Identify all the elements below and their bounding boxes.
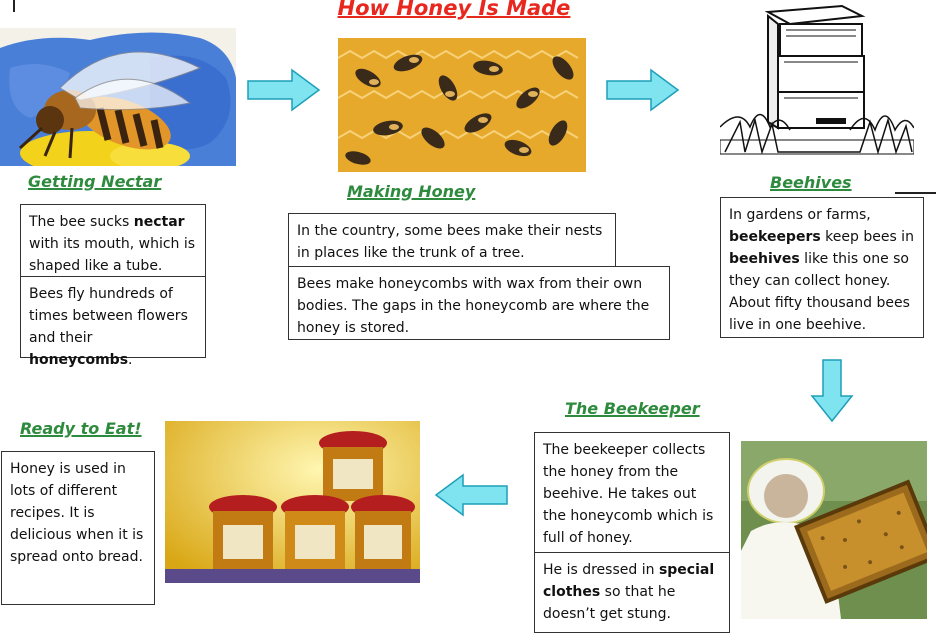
- heading-the-beekeeper: The Beekeeper: [565, 399, 700, 418]
- box-beehives: In gardens or farms, beekeepers keep bee…: [720, 197, 924, 338]
- arrow-right-icon: [605, 68, 681, 112]
- divider: [895, 192, 936, 194]
- bee-on-flower-image: [0, 28, 236, 166]
- beehive-image: [720, 2, 914, 162]
- box-making-honey-2: Bees make honeycombs with wax from their…: [288, 266, 670, 340]
- heading-ready-to-eat: Ready to Eat!: [20, 419, 142, 438]
- honey-jars-image: [165, 421, 420, 583]
- bees-on-honeycomb-image: [338, 38, 586, 172]
- box-making-honey-1: In the country, some bees make their nes…: [288, 213, 616, 267]
- heading-getting-nectar: Getting Nectar: [28, 172, 162, 191]
- corner-mark: [13, 0, 15, 12]
- heading-making-honey: Making Honey: [347, 182, 476, 201]
- heading-beehives: Beehives: [770, 173, 852, 192]
- arrow-left-icon: [433, 473, 509, 517]
- box-getting-nectar-1: The bee sucks nectar with its mouth, whi…: [20, 204, 206, 277]
- page-title: How Honey Is Made: [337, 0, 571, 20]
- box-ready-to-eat: Honey is used in lots of different recip…: [1, 451, 155, 605]
- arrow-right-icon: [246, 68, 322, 112]
- box-beekeeper-2: He is dressed in special clothes so that…: [534, 552, 730, 633]
- beekeeper-photo: [741, 441, 927, 619]
- box-getting-nectar-2: Bees fly hundreds of times between flowe…: [20, 276, 206, 368]
- arrow-down-icon: [810, 358, 854, 424]
- box-beekeeper-1: The beekeeper collects the honey from th…: [534, 432, 730, 553]
